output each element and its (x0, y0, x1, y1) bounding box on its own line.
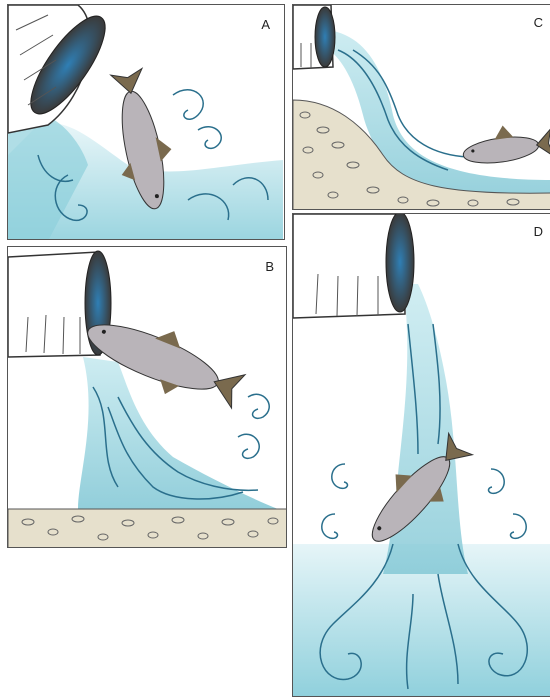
panel-a: A (7, 4, 285, 240)
panel-label-c: C (534, 15, 543, 30)
panel-b-illustration (8, 247, 287, 548)
panel-d: D (292, 213, 550, 697)
panel-label-b: B (265, 259, 274, 274)
culvert-pipe-icon (293, 5, 335, 69)
panel-a-illustration (8, 5, 285, 240)
panel-label-a: A (261, 17, 270, 32)
fish-icon (460, 119, 550, 169)
culvert-pipe-icon (8, 5, 118, 133)
panel-c-illustration (293, 5, 550, 210)
panel-b: B (7, 246, 287, 548)
panel-d-illustration (293, 214, 550, 697)
panel-label-d: D (534, 224, 543, 239)
panel-c: C (292, 4, 550, 210)
culvert-pipe-icon (293, 214, 414, 318)
gravel-bed-icon (8, 509, 287, 548)
